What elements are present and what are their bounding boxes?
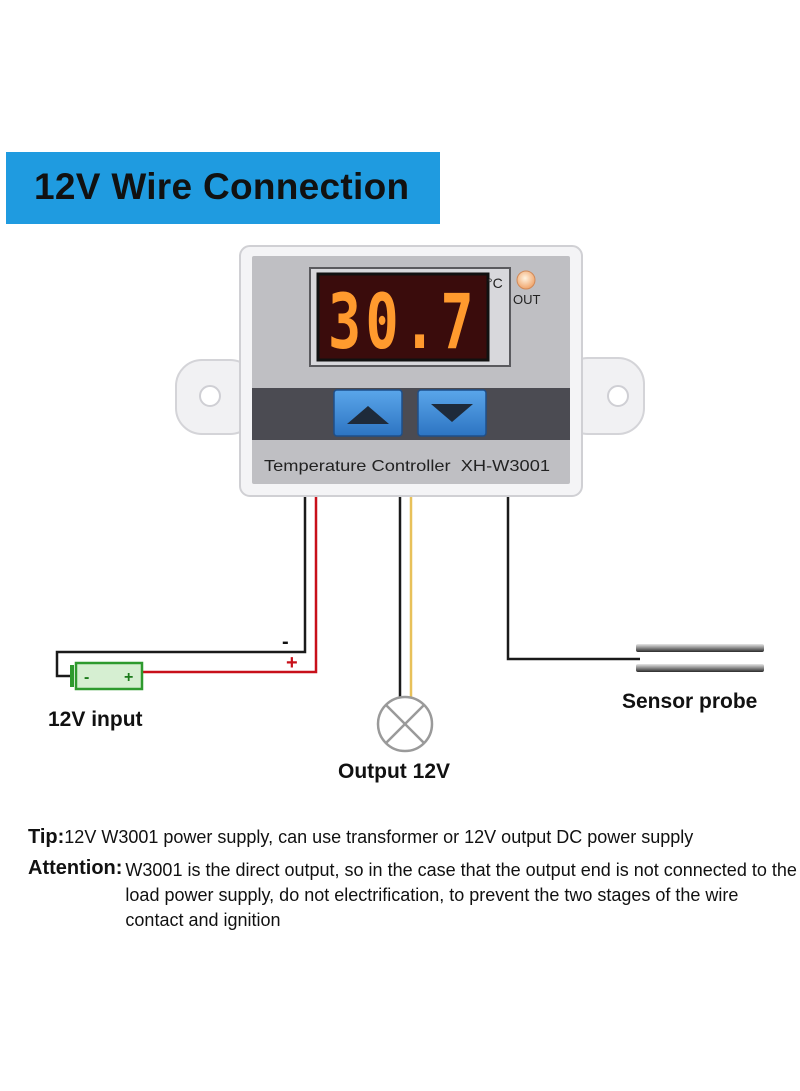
lamp-icon	[376, 695, 434, 753]
input-label: 12V input	[48, 708, 143, 731]
up-arrow-icon	[347, 406, 389, 424]
sensor-wire	[506, 495, 640, 661]
display-screen	[316, 272, 490, 362]
temperature-controller: 30.7 °C OUT Temperature Controller XH-W3…	[175, 245, 645, 497]
attention-text: W3001 is the direct output, so in the ca…	[125, 860, 797, 930]
battery-positive-sign: +	[124, 669, 133, 686]
attention-label: Attention:	[28, 857, 123, 879]
mount-hole-left	[199, 385, 221, 407]
wires	[55, 495, 640, 698]
tip-row: Tip:12V W3001 power supply, can use tran…	[28, 826, 800, 849]
battery-negative-sign: -	[84, 669, 89, 686]
negative-terminal-sign: -	[282, 631, 289, 653]
positive-terminal-sign: +	[286, 652, 298, 674]
tip-text: 12V W3001 power supply, can use transfor…	[64, 827, 694, 847]
out-indicator-led	[516, 270, 536, 290]
title-banner: 12V Wire Connection	[6, 152, 440, 224]
sensor-label: Sensor probe	[622, 690, 758, 713]
battery-icon: - +	[70, 661, 144, 691]
temperature-readout: 30.7	[328, 277, 478, 366]
mount-hole-right	[607, 385, 629, 407]
control-strip	[252, 388, 570, 440]
banner-title: 12V Wire Connection	[34, 166, 410, 207]
positive-wire	[143, 495, 318, 674]
output-label: Output 12V	[338, 760, 451, 783]
celsius-unit-label: °C	[487, 275, 503, 291]
negative-wire	[55, 495, 307, 678]
notes-section: Tip:12V W3001 power supply, can use tran…	[28, 826, 800, 933]
sensor-probe-icon	[636, 644, 764, 672]
out-indicator-label: OUT	[513, 292, 541, 307]
attention-row: Attention: W3001 is the direct output, s…	[28, 857, 800, 933]
down-arrow-icon	[431, 404, 473, 422]
tip-label: Tip:	[28, 826, 65, 848]
model-label: Temperature Controller XH-W3001	[264, 458, 550, 475]
